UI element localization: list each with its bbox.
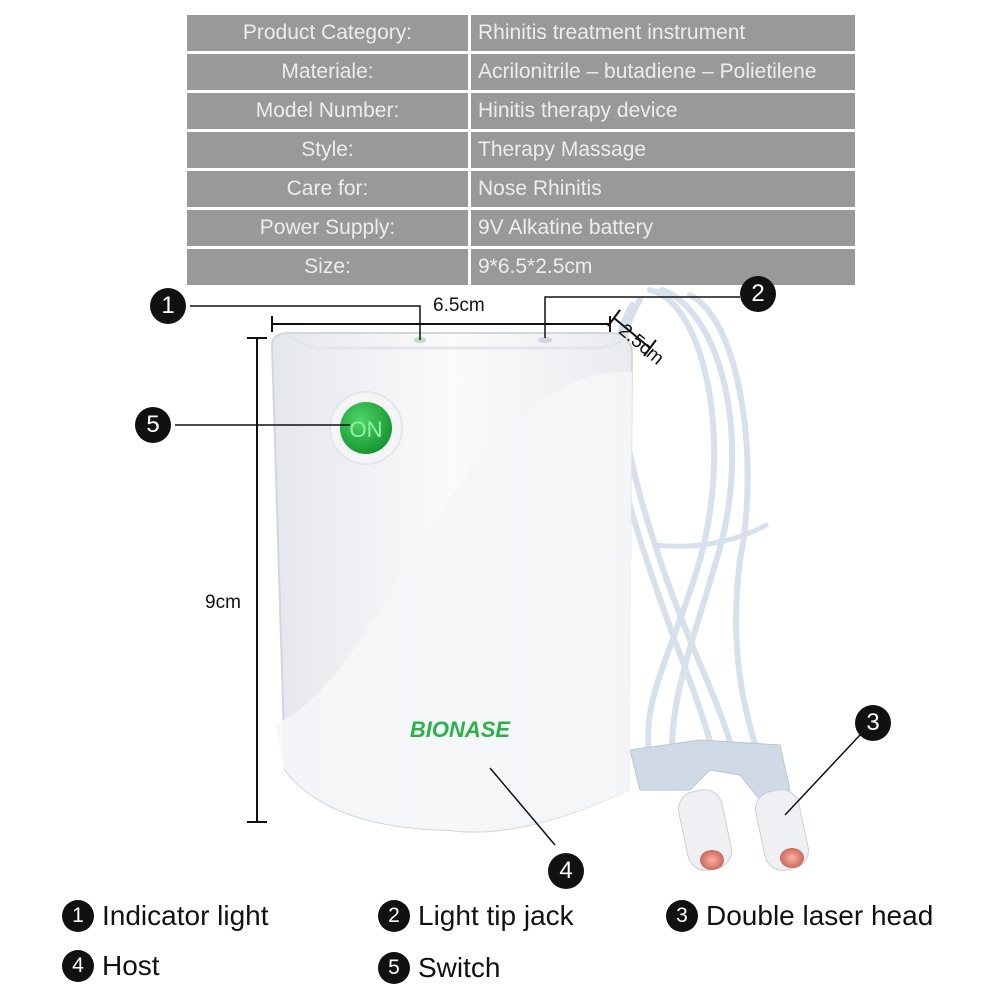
- cable-splitter: [629, 739, 791, 801]
- table-row: Care for:Nose Rhinitis: [187, 171, 855, 207]
- host-body: [270, 332, 634, 833]
- width-label: 6.5cm: [433, 295, 485, 316]
- callout-badge-3: 3: [855, 705, 891, 741]
- legend-number: 2: [378, 900, 410, 932]
- legend-item: 2 Light tip jack: [378, 900, 574, 932]
- brand-logo: BIONASE: [410, 717, 512, 742]
- laser-head-right: [755, 789, 809, 871]
- legend-number: 5: [378, 952, 410, 984]
- laser-head-left: [678, 789, 732, 871]
- spec-label: Model Number:: [187, 93, 468, 129]
- legend-label: Switch: [418, 952, 501, 983]
- legend-item: 1 Indicator light: [62, 900, 269, 932]
- spec-value: Therapy Massage: [468, 132, 855, 168]
- spec-value: Rhinitis treatment instrument: [468, 15, 855, 51]
- legend-number: 1: [62, 900, 94, 932]
- table-row: Product Category:Rhinitis treatment inst…: [187, 15, 855, 51]
- spec-value: 9*6.5*2.5cm: [468, 249, 855, 285]
- cable: [608, 287, 763, 763]
- spec-table: Product Category:Rhinitis treatment inst…: [187, 12, 855, 288]
- table-row: Power Supply:9V Alkatine battery: [187, 210, 855, 246]
- height-label: 9cm: [205, 592, 241, 613]
- legend-label: Indicator light: [102, 900, 269, 931]
- spec-label: Care for:: [187, 171, 468, 207]
- depth-dimension: [607, 309, 657, 357]
- width-dimension: [271, 316, 611, 332]
- spec-value: 9V Alkatine battery: [468, 210, 855, 246]
- spec-label: Product Category:: [187, 15, 468, 51]
- spec-label: Materiale:: [187, 54, 468, 90]
- tip-jack: [538, 337, 552, 343]
- table-row: Style:Therapy Massage: [187, 132, 855, 168]
- spec-label: Power Supply:: [187, 210, 468, 246]
- callout-lines: [175, 296, 861, 846]
- legend-label: Double laser head: [706, 900, 934, 931]
- spec-value: Hinitis therapy device: [468, 93, 855, 129]
- legend-label: Host: [102, 950, 160, 981]
- spec-label: Style:: [187, 132, 468, 168]
- legend-item: 5 Switch: [378, 952, 500, 984]
- spec-value: Nose Rhinitis: [468, 171, 855, 207]
- callout-badge-2: 2: [740, 276, 776, 312]
- table-row: Materiale:Acrilonitrile – butadiene – Po…: [187, 54, 855, 90]
- power-button[interactable]: ON: [340, 402, 392, 454]
- height-dimension: [247, 337, 267, 823]
- callout-badge-4: 4: [548, 853, 584, 889]
- legend-item: 4 Host: [62, 950, 160, 982]
- legend-label: Light tip jack: [418, 900, 574, 931]
- callout-badge-5: 5: [135, 407, 171, 443]
- spec-value: Acrilonitrile – butadiene – Polietilene: [468, 54, 855, 90]
- table-row: Size:9*6.5*2.5cm: [187, 249, 855, 285]
- legend-item: 3 Double laser head: [666, 900, 933, 932]
- legend-number: 3: [666, 900, 698, 932]
- callout-badge-1: 1: [150, 288, 186, 324]
- spec-label: Size:: [187, 249, 468, 285]
- cable-tie: [654, 521, 770, 549]
- power-button-label: ON: [350, 417, 383, 442]
- legend-number: 4: [62, 950, 94, 982]
- table-row: Model Number:Hinitis therapy device: [187, 93, 855, 129]
